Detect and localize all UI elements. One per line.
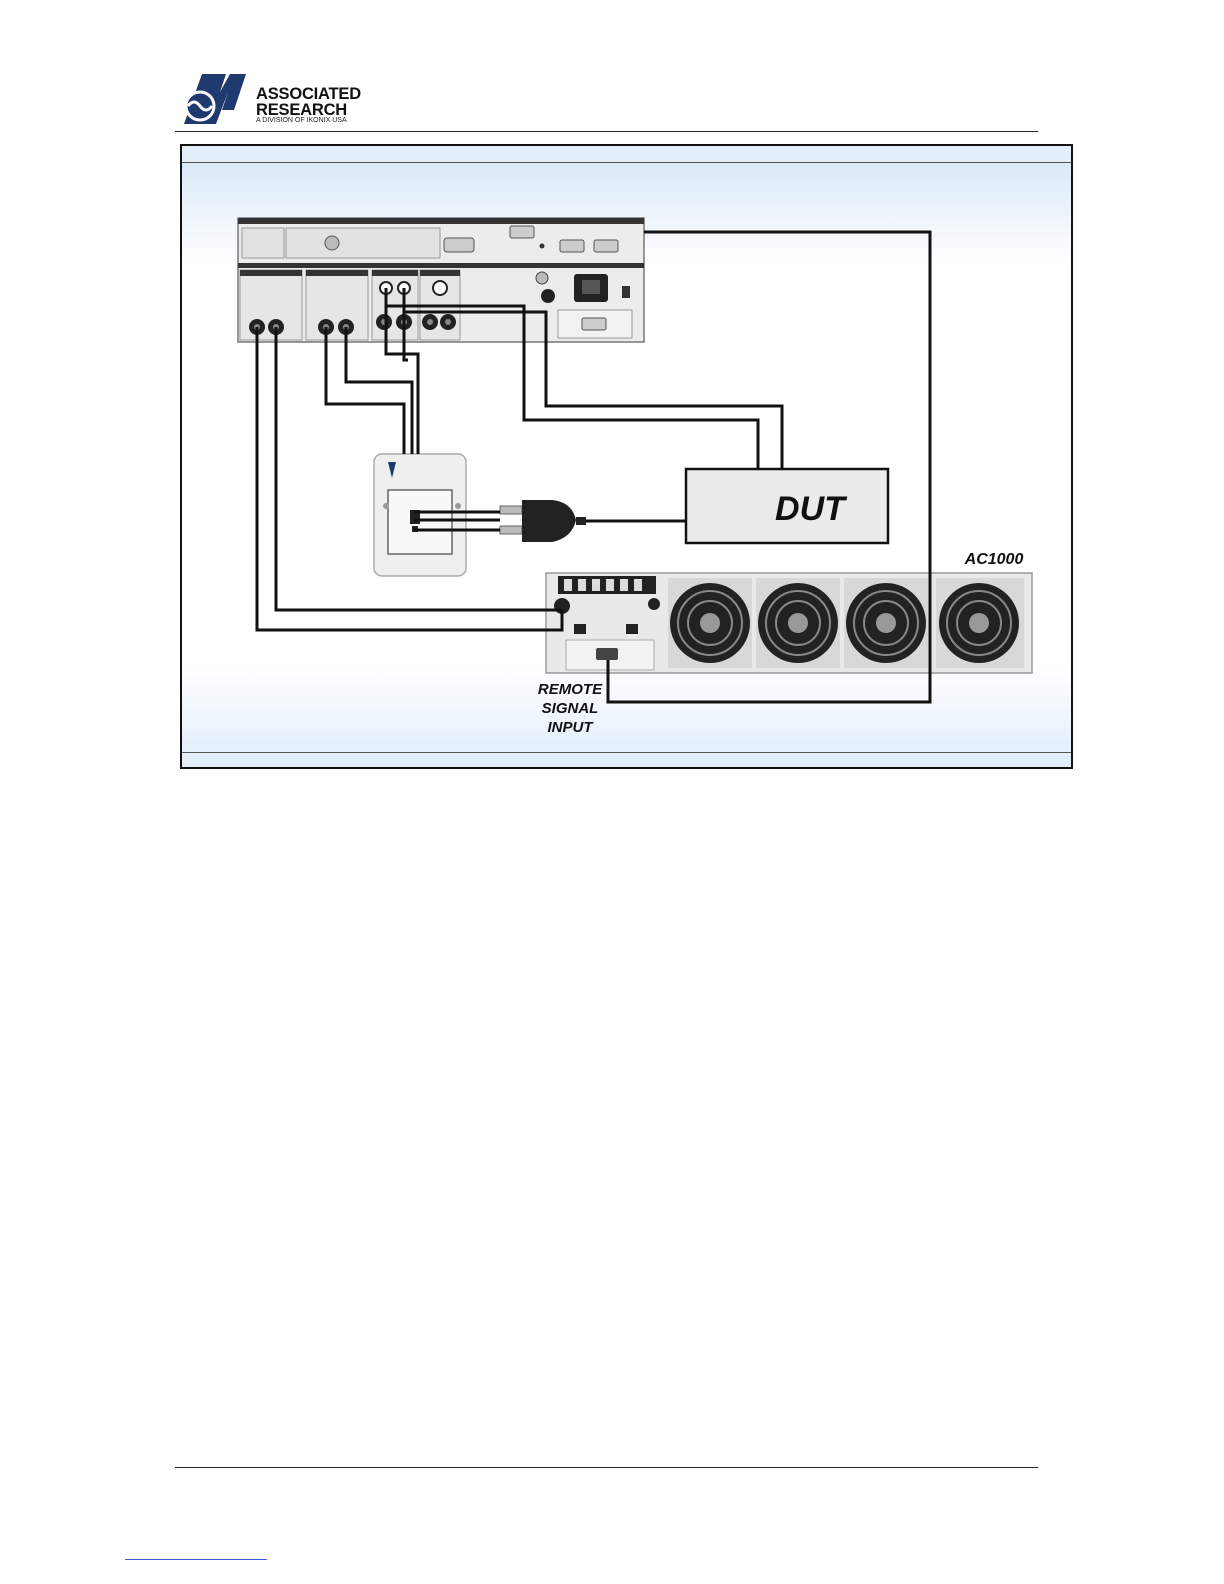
footer-link-underline[interactable]	[125, 1559, 267, 1560]
logo-mark-icon	[180, 70, 260, 130]
header-rule	[175, 131, 1038, 132]
dut-label: DUT	[775, 490, 848, 528]
fan-2-icon	[756, 578, 840, 668]
logo-line2: RESEARCH	[256, 102, 361, 118]
logo-subtitle: A DIVISION OF IKONIX USA	[256, 117, 347, 124]
dut-box: DUT	[686, 469, 888, 543]
wiring-diagram-figure: DUT AC1000	[180, 144, 1073, 769]
footer-rule	[175, 1467, 1038, 1468]
logo-wordmark: ASSOCIATED RESEARCH	[256, 86, 361, 118]
connection-diagram: DUT AC1000	[182, 146, 1071, 767]
dut-output-wire-2	[346, 327, 412, 454]
ac1000-source: AC1000	[546, 551, 1032, 673]
remote-label-line1: REMOTE	[538, 681, 603, 698]
ac1000-label: AC1000	[964, 551, 1024, 568]
dut-output-wire-1	[326, 327, 404, 454]
fan-3-icon	[844, 578, 928, 668]
fan-1-icon	[668, 578, 752, 668]
power-plug	[500, 500, 586, 542]
adapter-box	[374, 454, 466, 576]
remote-signal-label: REMOTE SIGNAL INPUT	[538, 681, 603, 736]
remote-label-line2: SIGNAL	[542, 700, 599, 717]
logo-line1: ASSOCIATED	[256, 86, 361, 102]
remote-label-line3: INPUT	[548, 719, 595, 736]
fan-4-icon	[936, 578, 1024, 668]
tester-rear-panel	[238, 218, 644, 342]
